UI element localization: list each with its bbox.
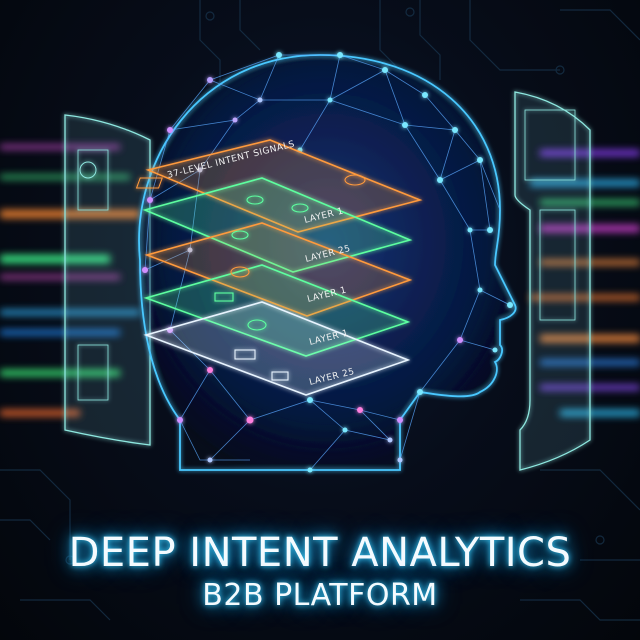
poster-title: DEEP INTENT ANALYTICS [68, 530, 572, 576]
layer-plate-5 [143, 301, 411, 396]
hologram-panel-right [514, 91, 591, 471]
poster-subtitle: B2B PLATFORM [202, 578, 438, 613]
hologram-panel-left [64, 114, 151, 446]
layer-icons [135, 174, 366, 381]
intent-layer-stack [142, 139, 423, 396]
